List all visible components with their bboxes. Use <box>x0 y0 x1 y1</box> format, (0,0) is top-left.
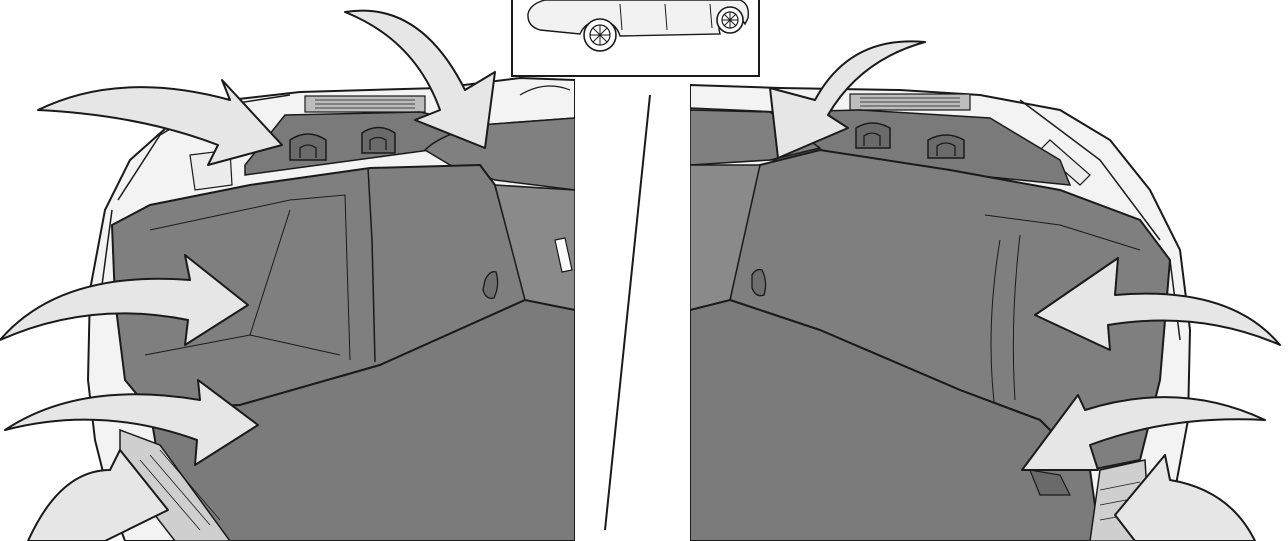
right-hook-2 <box>928 135 964 158</box>
car-inset <box>512 0 759 76</box>
right-hook-1 <box>856 123 890 148</box>
left-hook-1 <box>290 134 326 160</box>
panel-divider <box>605 95 650 530</box>
left-hook-2 <box>362 128 395 154</box>
